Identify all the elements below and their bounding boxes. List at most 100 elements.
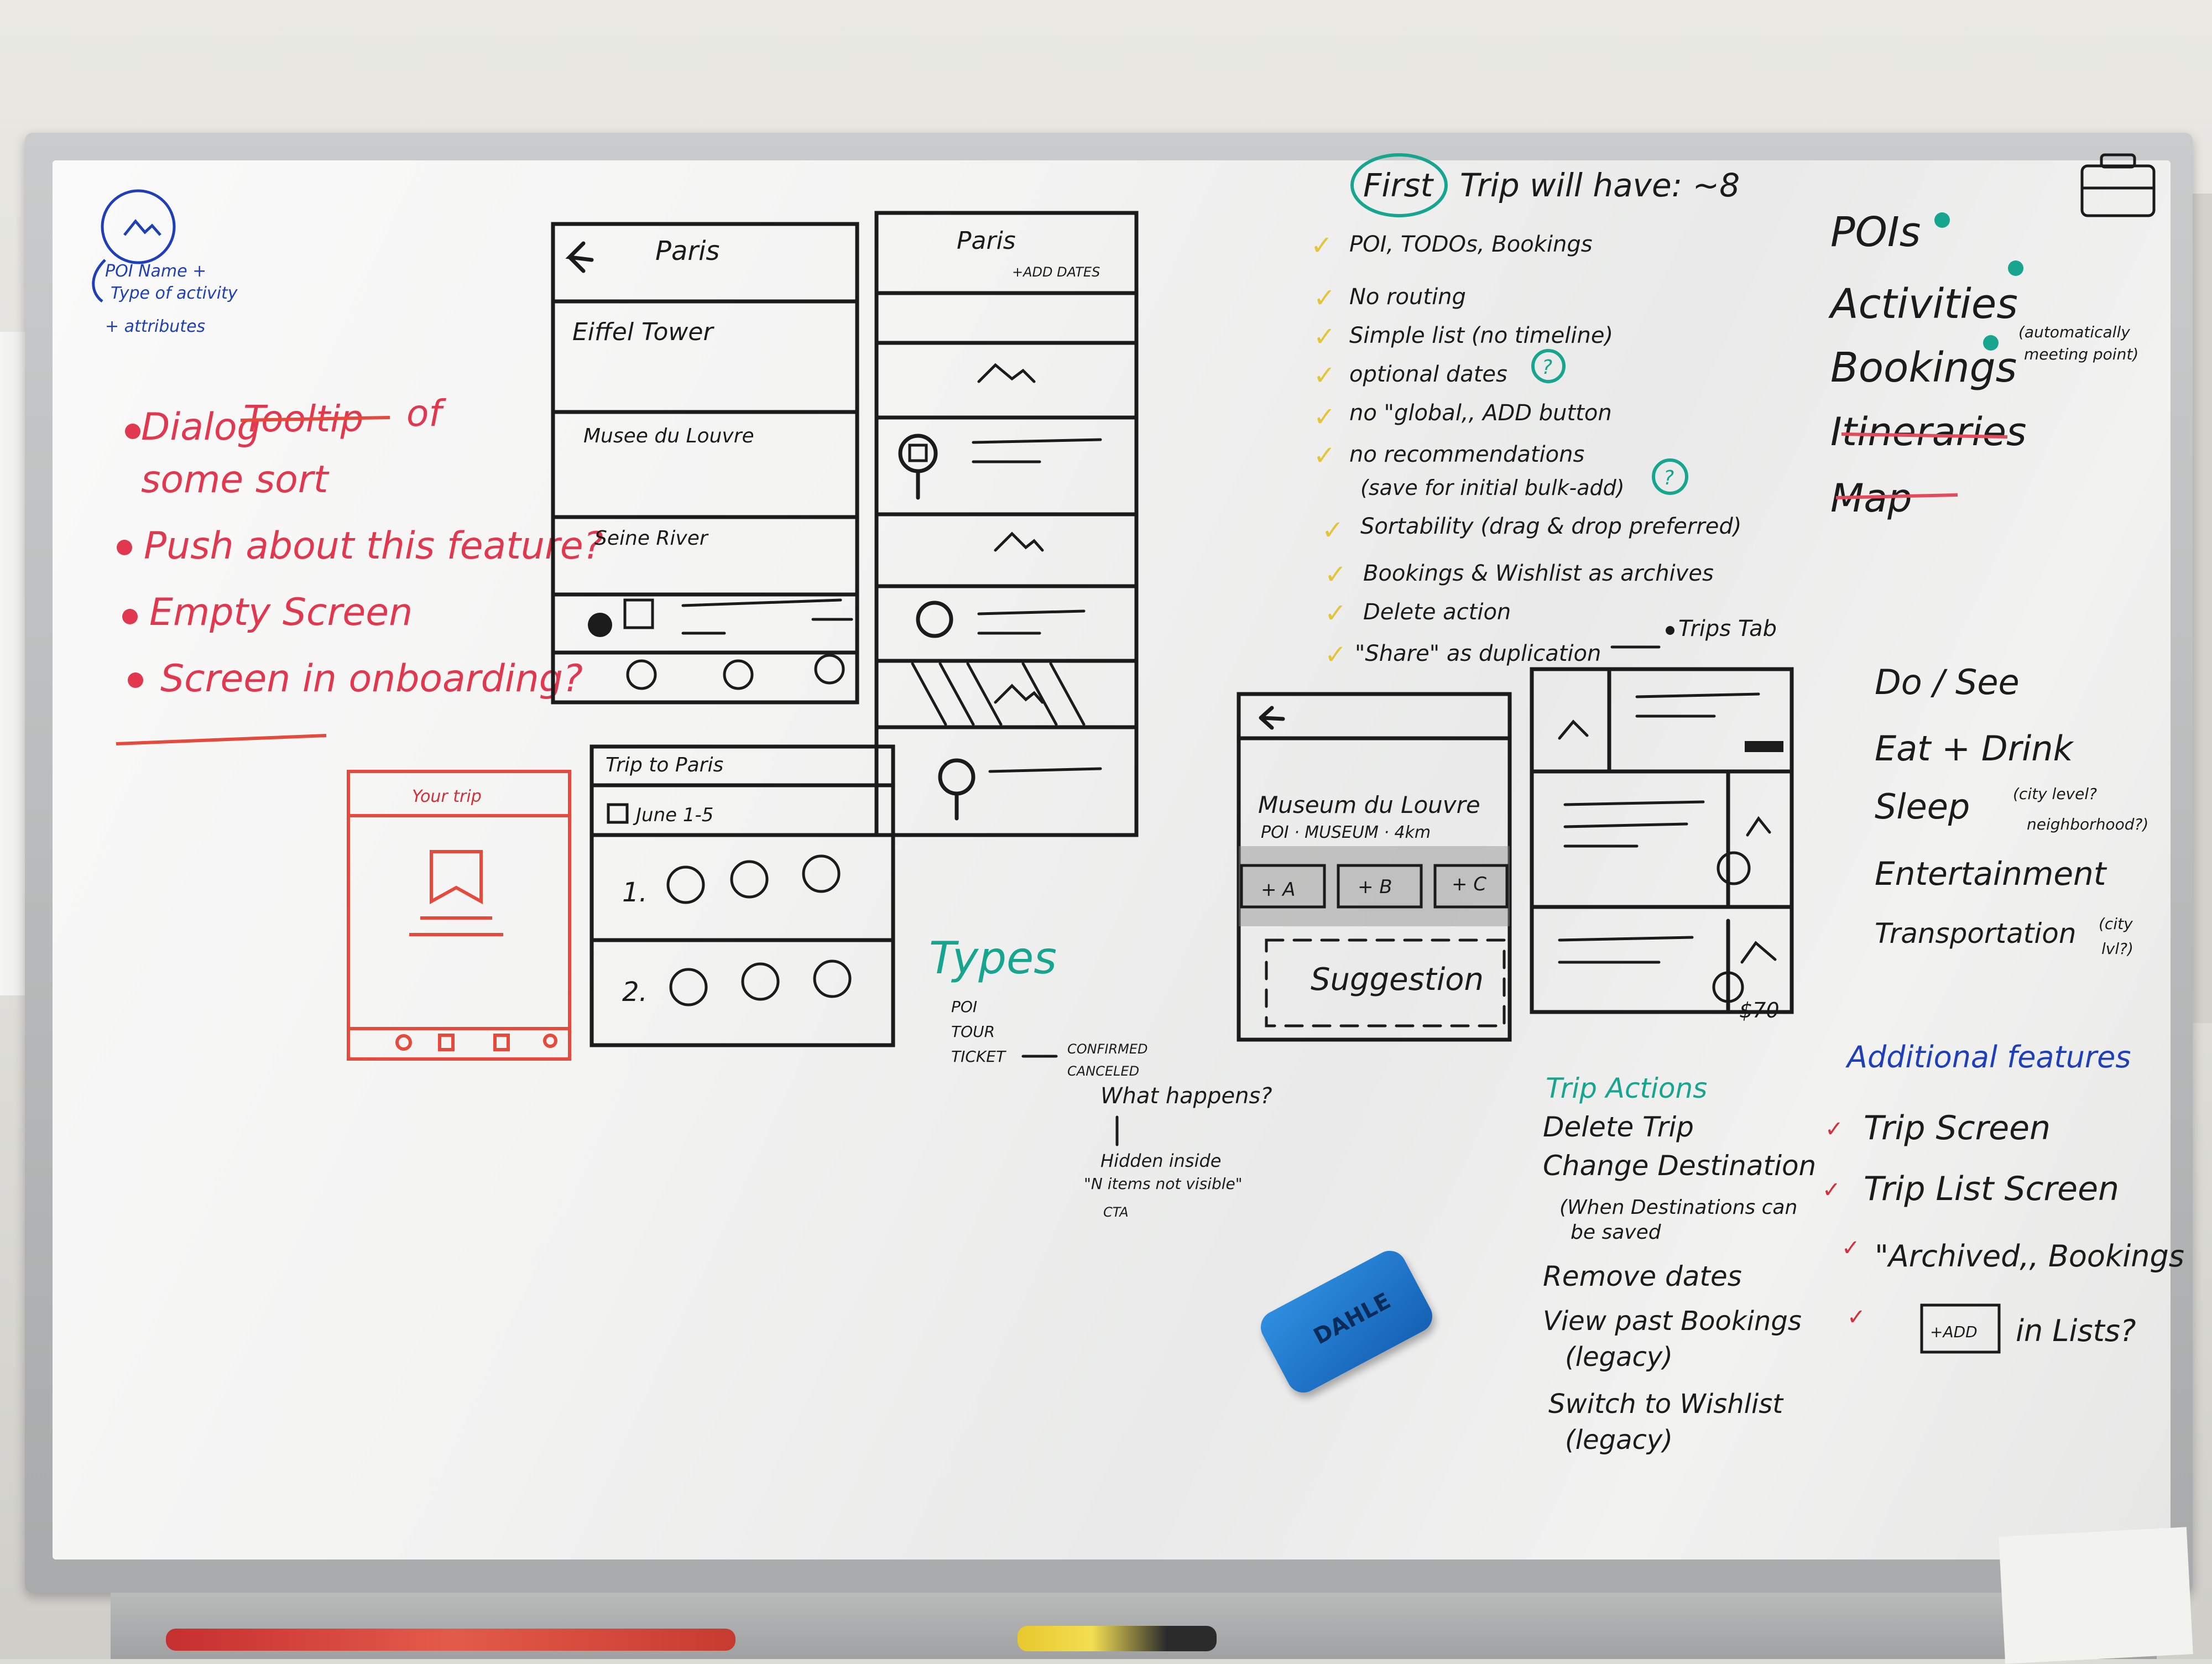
sleep-note-2: neighborhood?) (2027, 815, 2148, 833)
first-item-4: optional dates (1349, 362, 1507, 387)
briefcase-icon (2080, 153, 2156, 217)
museum-chip-a: + A (1261, 879, 1296, 901)
bullet (125, 424, 140, 439)
paris-timeline-sketch (874, 211, 1139, 837)
first-circle (1350, 153, 1448, 217)
svg-text:✓: ✓ (1825, 1117, 1844, 1142)
svg-text:✓: ✓ (1313, 440, 1335, 471)
trip-action-2b: (When Destinations can (1559, 1196, 1797, 1219)
types-title: Types (929, 932, 1057, 984)
svg-text:✓: ✓ (1847, 1305, 1866, 1330)
trip-action-1: Delete Trip (1543, 1111, 1694, 1143)
cards-sketch (1530, 667, 1794, 1014)
right-item-activities: Activities (1828, 280, 2018, 328)
red-note-item-3: Screen in onboarding? (160, 657, 583, 701)
red-note-of: of (406, 392, 446, 435)
poi-caption-3: + attributes (105, 317, 205, 336)
right-item-itineraries: Itineraries (1830, 409, 2026, 455)
trips-tab: Trips Tab (1678, 616, 1777, 641)
paris-row-1: Eiffel Tower (572, 318, 714, 346)
svg-text:?: ? (1663, 467, 1674, 489)
paris-row-3: Seine River (594, 527, 709, 550)
hidden-line-2: "N items not visible" (1084, 1175, 1243, 1193)
bookings-note-1: (automatically (2018, 323, 2130, 341)
svg-text:?: ? (1542, 356, 1552, 379)
svg-text:✓: ✓ (1313, 321, 1335, 352)
first-item-8: Bookings & Wishlist as archives (1363, 561, 1714, 586)
trip-action-4: View past Bookings (1543, 1306, 1802, 1337)
red-marker (166, 1629, 735, 1651)
yellow-marker (1018, 1626, 1217, 1651)
first-item-9: Delete action (1363, 599, 1511, 625)
paris2-add-dates: +ADD DATES (1012, 264, 1100, 280)
poi-caption-1: POI Name + (105, 262, 206, 281)
card-price: $70 (1739, 998, 1780, 1023)
trip-action-3: Remove dates (1543, 1260, 1742, 1292)
ticket-what-happens: What happens? (1100, 1083, 1272, 1109)
poi-caption-2: Type of activity (111, 284, 238, 303)
trip-to-paris-sketch (589, 744, 895, 1047)
poi-circle-icon (92, 189, 176, 302)
first-item-7: Sortability (drag & drop preferred) (1360, 514, 1741, 539)
svg-text:✓: ✓ (1324, 598, 1347, 629)
trip-actions-title: Trip Actions (1546, 1072, 1707, 1104)
svg-text:✓: ✓ (1324, 639, 1347, 670)
museum-suggestion: Suggestion (1311, 962, 1484, 998)
museum-title: Museum du Louvre (1258, 791, 1480, 818)
additional-item-1: Trip Screen (1864, 1109, 2051, 1147)
right-item-do-see: Do / See (1875, 662, 2020, 702)
ticket-canceled: CANCELED (1067, 1063, 1139, 1079)
trip-action-5: Switch to Wishlist (1548, 1389, 1784, 1420)
additional-item-3: "Archived,, Bookings (1875, 1239, 2184, 1274)
museum-chip-c: + C (1452, 873, 1486, 895)
bookings-note-2: meeting point) (2024, 345, 2138, 363)
right-item-sleep: Sleep (1875, 786, 1970, 827)
first-label: First (1363, 166, 1434, 204)
red-phone-title: Your trip (412, 787, 482, 806)
sleep-note-1: (city level? (2013, 785, 2097, 803)
first-item-2: No routing (1349, 284, 1466, 310)
first-title-rest: Trip will have: ~8 (1460, 166, 1740, 204)
first-item-10: "Share" as duplication (1355, 641, 1601, 666)
red-note-some-sort: some sort (141, 458, 330, 502)
svg-text:✓: ✓ (1313, 401, 1335, 432)
right-item-entertainment: Entertainment (1875, 855, 2107, 893)
paris-title: Paris (655, 236, 719, 267)
trip-action-5b: (legacy) (1565, 1425, 1673, 1456)
paris2-title: Paris (957, 227, 1016, 255)
additional-add-box: +ADD (1930, 1323, 1978, 1341)
right-item-eat-drink: Eat + Drink (1875, 728, 2074, 769)
trip-row-2: 2. (622, 977, 648, 1008)
svg-text:✓: ✓ (1322, 515, 1344, 546)
right-item-bookings: Bookings (1830, 344, 2017, 392)
museum-subtitle: POI · MUSEUM · 4km (1261, 823, 1431, 842)
type-poi: POI (951, 998, 977, 1016)
hidden-line-1: Hidden inside (1100, 1150, 1221, 1171)
right-item-transportation: Transportation (1875, 917, 2077, 950)
transport-note-2: lvl?) (2101, 940, 2133, 958)
paris-row-2: Musee du Louvre (583, 425, 754, 447)
trip-row-1: 1. (622, 877, 648, 908)
svg-text:✓: ✓ (1841, 1235, 1860, 1261)
trip-action-4b: (legacy) (1565, 1342, 1673, 1373)
first-item-5: no "global,, ADD button (1349, 400, 1612, 426)
red-note-item-2: Empty Screen (149, 591, 413, 634)
hidden-line-3: CTA (1103, 1204, 1129, 1220)
whiteboard-surface (53, 160, 2171, 1559)
svg-text:✓: ✓ (1311, 230, 1333, 261)
svg-text:✓: ✓ (1324, 559, 1347, 590)
first-item-3: Simple list (no timeline) (1349, 323, 1613, 348)
trip-action-2: Change Destination (1543, 1150, 1816, 1182)
svg-text:✓: ✓ (1822, 1177, 1841, 1203)
svg-text:✓: ✓ (1313, 283, 1335, 314)
type-tour: TOUR (951, 1023, 995, 1041)
additional-item-4: in Lists? (2016, 1313, 2136, 1348)
right-item-pois: POIs (1830, 208, 1921, 256)
trip-action-2c: be saved (1571, 1221, 1662, 1244)
svg-text:✓: ✓ (1313, 360, 1335, 391)
museum-chip-b: + B (1358, 876, 1392, 898)
first-item-1: POI, TODOs, Bookings (1349, 232, 1593, 257)
red-note-item-1: Push about this feature? (144, 524, 603, 568)
museum-detail-sketch (1237, 692, 1512, 1042)
